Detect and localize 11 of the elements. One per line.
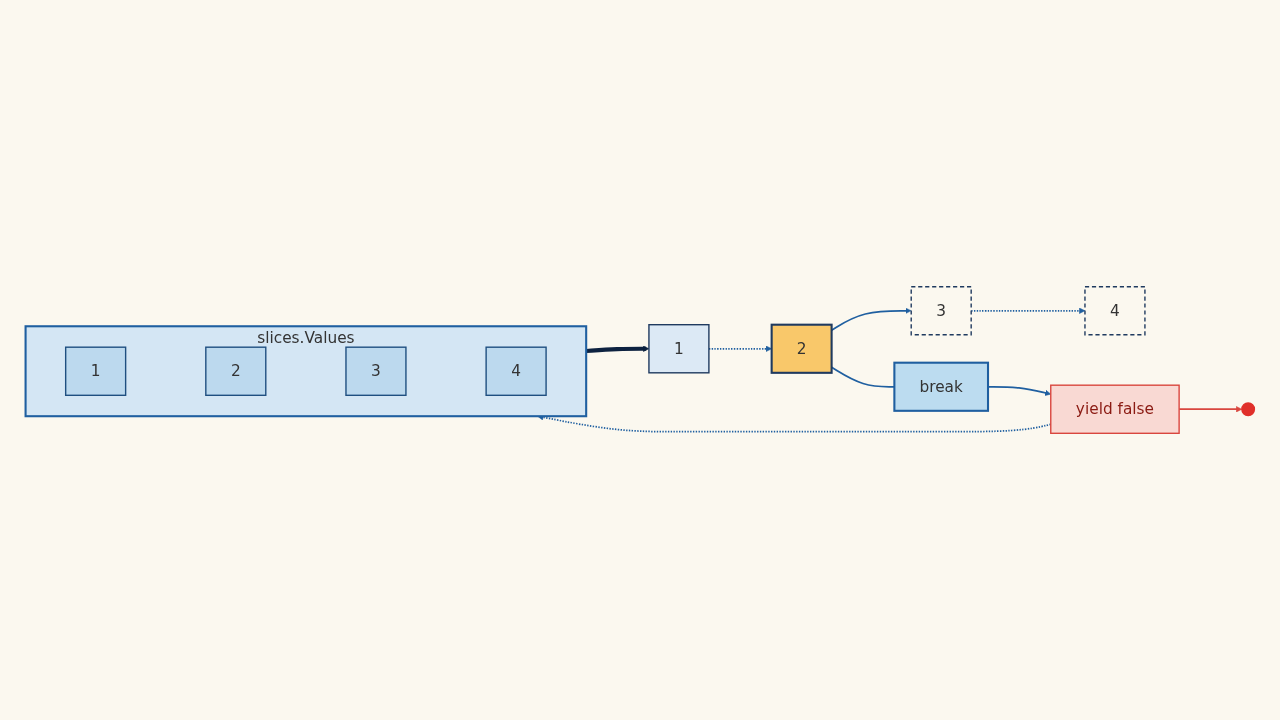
node-box: 4 bbox=[485, 346, 547, 396]
node-box: yield false bbox=[1050, 384, 1180, 434]
node-circle bbox=[1241, 402, 1256, 417]
node-box: 2 bbox=[205, 346, 267, 396]
node-box: 2 bbox=[770, 323, 833, 374]
node-box: break bbox=[893, 361, 990, 412]
node-box: 3 bbox=[910, 286, 972, 336]
node-box: 1 bbox=[648, 324, 710, 374]
node-box: 3 bbox=[345, 346, 407, 396]
node-box: 4 bbox=[1084, 286, 1146, 336]
node-box: 1 bbox=[64, 346, 127, 396]
